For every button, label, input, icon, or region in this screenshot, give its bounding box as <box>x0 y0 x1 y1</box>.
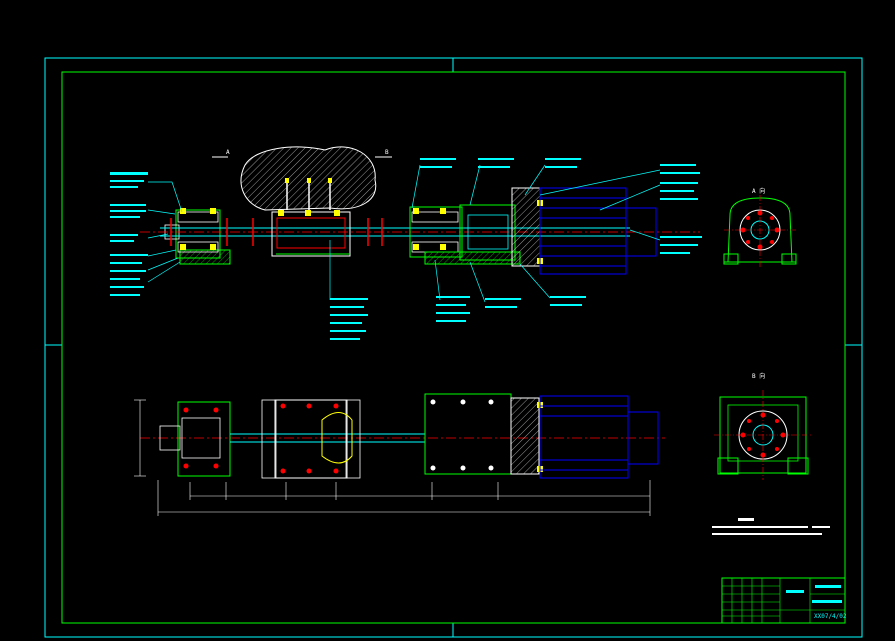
clamp-rods <box>286 180 331 210</box>
seal-marks <box>170 218 383 246</box>
title-block: XX07/4/02 <box>721 577 847 624</box>
right-bearing-housing-section <box>409 187 543 267</box>
lead-screw-shaft <box>160 227 630 237</box>
section-mark-b: B <box>385 149 389 156</box>
dimension-lines <box>134 399 651 516</box>
clamp-rod-tips <box>285 178 332 183</box>
view-a-title: A 向 <box>752 187 765 195</box>
sheet-frame <box>44 57 863 638</box>
end-view-b: B 向 <box>714 372 812 480</box>
view-b-title: B 向 <box>752 372 765 380</box>
bottom-plan-view <box>134 393 665 516</box>
servo-motor-section <box>539 187 657 275</box>
technical-notes <box>712 518 830 535</box>
top-section-view: A B <box>110 146 702 340</box>
left-bearing-block-section <box>164 208 231 265</box>
leader-lines <box>147 164 661 303</box>
drawing-border <box>61 71 846 624</box>
section-marks: A B <box>212 149 392 158</box>
part-callout-labels <box>110 158 702 340</box>
nut-block-section <box>271 210 351 257</box>
drawing-number: XX07/4/02 <box>814 613 847 620</box>
end-view-a: A 向 <box>723 187 797 268</box>
section-mark-a: A <box>226 149 230 156</box>
